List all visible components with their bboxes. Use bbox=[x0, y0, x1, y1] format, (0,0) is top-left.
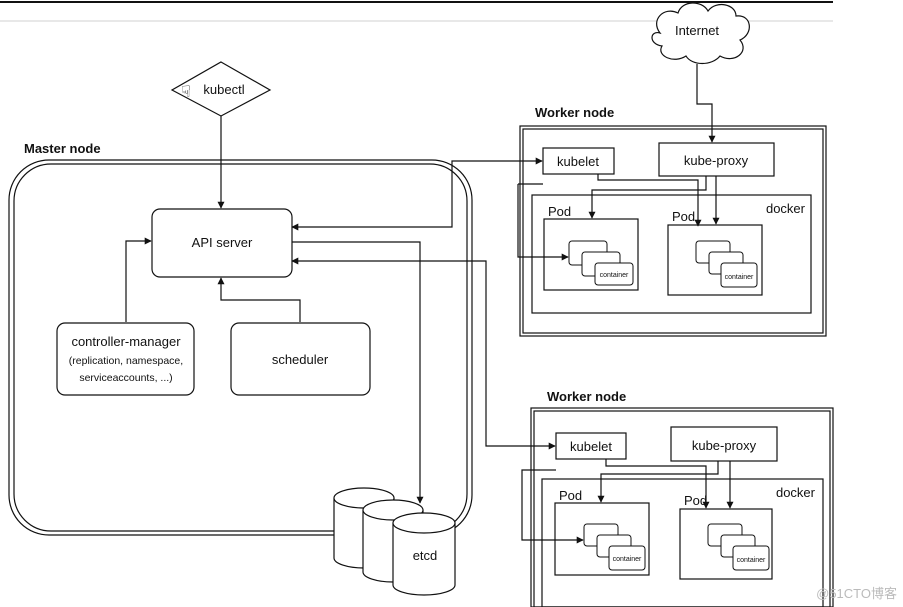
etcd-label: etcd bbox=[413, 548, 438, 563]
internet-cloud: Internet bbox=[651, 2, 750, 65]
hand-icon: ☟ bbox=[181, 84, 191, 101]
kubectl-node: ☟ kubectl bbox=[170, 61, 272, 117]
internet-label: Internet bbox=[675, 23, 719, 38]
scheduler-to-api-arrow bbox=[217, 277, 301, 322]
scheduler-label: scheduler bbox=[272, 352, 329, 367]
etcd-cylinder-front bbox=[392, 512, 456, 596]
worker2-left-containers: container bbox=[583, 523, 646, 571]
watermark: @51CTO博客 bbox=[816, 586, 897, 601]
worker1-left-containers: container bbox=[568, 240, 634, 286]
worker1-right-containers: container bbox=[695, 240, 758, 288]
controller-manager-detail-2: serviceaccounts, ...) bbox=[79, 372, 172, 384]
worker1-left-container-label: container bbox=[600, 272, 629, 279]
worker2-proxy-to-left-pod-arrow bbox=[597, 461, 719, 503]
worker1-outer-frame bbox=[519, 125, 827, 337]
worker1-kubelet-to-left-pod-arrow bbox=[517, 184, 569, 261]
master-node-title: Master node bbox=[24, 141, 101, 156]
worker1-kube-proxy-label: kube-proxy bbox=[684, 153, 749, 168]
worker1-kubelet-label: kubelet bbox=[557, 154, 599, 169]
worker2-right-containers: container bbox=[707, 523, 770, 571]
api-server-box bbox=[151, 208, 293, 278]
controller-manager-title: controller-manager bbox=[71, 334, 181, 349]
worker1-title: Worker node bbox=[535, 105, 614, 120]
controller-manager-box bbox=[56, 322, 195, 396]
etcd-cylinders: etcd bbox=[333, 487, 456, 596]
worker1-kubelet-box bbox=[542, 147, 615, 175]
worker1-pod-left-label: Pod bbox=[548, 204, 571, 219]
worker1-pod-right-label: Pod bbox=[672, 209, 695, 224]
worker1-docker-frame bbox=[531, 194, 812, 314]
worker2-docker-frame bbox=[541, 478, 824, 607]
worker1-kubelet-to-right-pod-arrow bbox=[597, 174, 702, 227]
worker1-kube-proxy-box bbox=[658, 142, 775, 177]
controller-manager-to-api-arrow bbox=[125, 237, 152, 322]
worker2-title: Worker node bbox=[547, 389, 626, 404]
worker2-docker-label: docker bbox=[776, 485, 816, 500]
api-worker2-kubelet-link bbox=[291, 257, 556, 450]
internet-to-worker1-proxy-arrow bbox=[696, 64, 716, 143]
controller-manager-detail-1: (replication, namespace, bbox=[69, 355, 183, 367]
worker2-kubelet-to-right-pod-arrow bbox=[605, 459, 710, 509]
worker2-kubelet-label: kubelet bbox=[570, 439, 612, 454]
worker2-pod-right-label: Pod bbox=[684, 493, 707, 508]
worker2-pod-left-label: Pod bbox=[559, 488, 582, 503]
worker1-right-container-label: container bbox=[725, 274, 754, 281]
worker2-kubelet-to-left-pod-arrow bbox=[521, 469, 584, 544]
worker2-right-container-label: container bbox=[737, 557, 766, 564]
worker2-left-container-label: container bbox=[613, 556, 642, 563]
api-worker1-kubelet-link bbox=[291, 157, 543, 231]
worker1-proxy-to-left-pod-arrow bbox=[588, 176, 707, 219]
worker1-inner-frame bbox=[522, 128, 824, 334]
worker2-outer-frame bbox=[530, 407, 834, 607]
worker1-docker-label: docker bbox=[766, 201, 806, 216]
worker2-kubelet-box bbox=[555, 432, 627, 460]
worker2-inner-frame bbox=[533, 410, 831, 607]
worker2-kube-proxy-label: kube-proxy bbox=[692, 438, 757, 453]
kubectl-label: kubectl bbox=[203, 82, 244, 97]
api-server-label: API server bbox=[192, 235, 253, 250]
worker2-kube-proxy-box bbox=[670, 426, 778, 462]
